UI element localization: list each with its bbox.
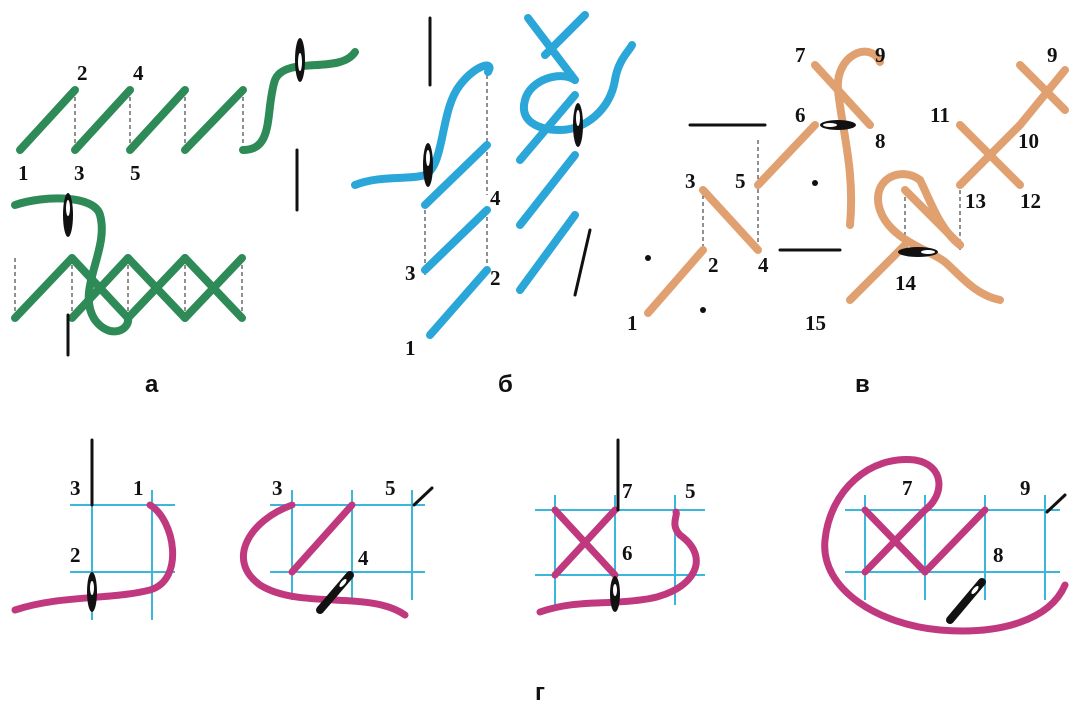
label: 8: [993, 543, 1004, 567]
label: 12: [1020, 189, 1041, 213]
label: 1: [133, 476, 144, 500]
needle-icon: [898, 247, 938, 257]
panel-caption: б: [498, 371, 513, 398]
label: 1: [405, 336, 416, 360]
label: 5: [130, 161, 141, 185]
label: 13: [965, 189, 986, 213]
label: 15: [805, 311, 826, 335]
stitch: [71, 86, 134, 154]
label: 6: [622, 541, 633, 565]
label: 14: [895, 271, 917, 295]
needle-icon: [610, 576, 620, 612]
step-1: 3 1 2: [11, 438, 176, 620]
thread-tail: [11, 194, 133, 336]
label: 4: [133, 61, 144, 85]
label: 7: [795, 43, 806, 67]
thread-tail: [874, 170, 1004, 304]
label: 1: [627, 311, 638, 335]
label: 3: [405, 261, 416, 285]
needle-icon: [573, 103, 583, 147]
label: 10: [1018, 129, 1039, 153]
thread-tail: [821, 456, 1069, 635]
label: 7: [622, 479, 633, 503]
thread-tail: [11, 501, 176, 614]
label: 3: [685, 169, 696, 193]
needle-icon: [820, 120, 856, 130]
panel-v: 1 2 3 4 5 6 7 8 9 9 10 11 12 13 14 15 в: [627, 43, 1069, 398]
panel-b: 1 2 3 4 б: [351, 11, 636, 398]
needle-icon: [316, 571, 354, 614]
thread-tail: [833, 47, 884, 229]
needle-icon: [946, 578, 986, 624]
label: 3: [74, 161, 85, 185]
step-2: 3 5 4: [239, 476, 434, 619]
label: 4: [758, 253, 769, 277]
label: 5: [385, 476, 396, 500]
thread-tail: [536, 508, 700, 616]
label: 3: [272, 476, 283, 500]
needle-icon: [87, 572, 97, 612]
thread-tail: [519, 41, 636, 135]
thread-tail: [239, 48, 359, 154]
label: 9: [875, 43, 886, 67]
panel-caption: в: [855, 371, 870, 398]
stitch: [126, 86, 189, 154]
panel-g: 3 1 2 3 5 4: [11, 438, 1069, 705]
needle-icon: [295, 38, 305, 82]
panel-a: 2 4 1 3 5 а: [11, 38, 359, 398]
stitch: [16, 86, 79, 154]
label: 8: [875, 129, 886, 153]
panel-caption: г: [535, 679, 545, 705]
label: 7: [902, 476, 913, 500]
needle-icon: [573, 228, 592, 297]
stitch: [181, 86, 247, 154]
label: 9: [1047, 43, 1058, 67]
label: 6: [795, 103, 806, 127]
label: 3: [70, 476, 81, 500]
label: 2: [70, 543, 81, 567]
label: 9: [1020, 476, 1031, 500]
needle-icon: [1045, 493, 1067, 514]
label: 2: [708, 253, 719, 277]
label: 2: [77, 61, 88, 85]
label: 4: [358, 546, 369, 570]
label: 2: [490, 266, 501, 290]
label: 5: [685, 479, 696, 503]
needle-icon: [63, 193, 73, 237]
label: 11: [930, 103, 950, 127]
thread-tail: [239, 501, 409, 619]
needle-icon: [412, 486, 434, 507]
label: 5: [735, 169, 746, 193]
panel-caption: а: [145, 371, 159, 398]
label: 1: [18, 161, 29, 185]
step-3: 7 5 6: [535, 438, 705, 616]
thread-tail: [351, 61, 494, 189]
label: 4: [490, 186, 501, 210]
step-4: 7 9 8: [821, 456, 1069, 635]
needle-icon: [423, 143, 433, 187]
